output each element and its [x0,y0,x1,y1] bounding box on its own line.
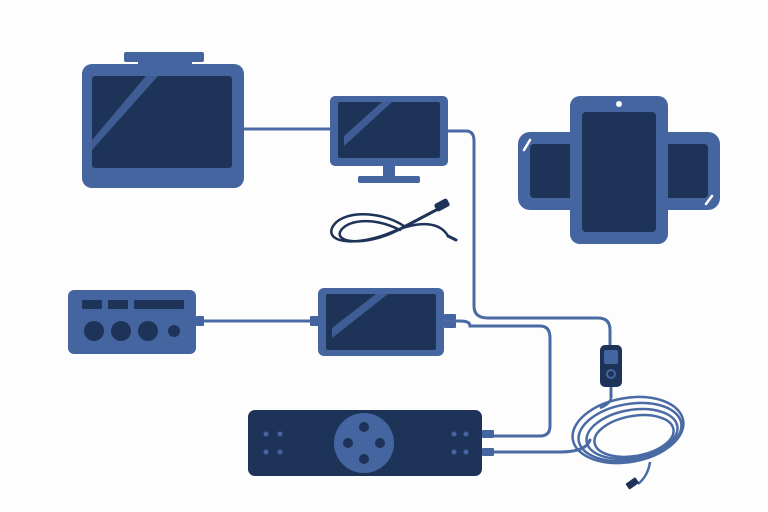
monitor-icon [330,96,448,183]
tablet-icon [82,52,244,188]
cable-screen-hub-a [442,319,552,438]
cable-monitor-coil [444,129,612,347]
hub-strip-icon [248,410,494,476]
phone-armband-icon [518,96,720,244]
portable-screen-icon [310,288,456,356]
loose-cable-icon [330,198,458,243]
receiver-icon [68,290,204,354]
coiled-cable-icon [571,345,685,490]
